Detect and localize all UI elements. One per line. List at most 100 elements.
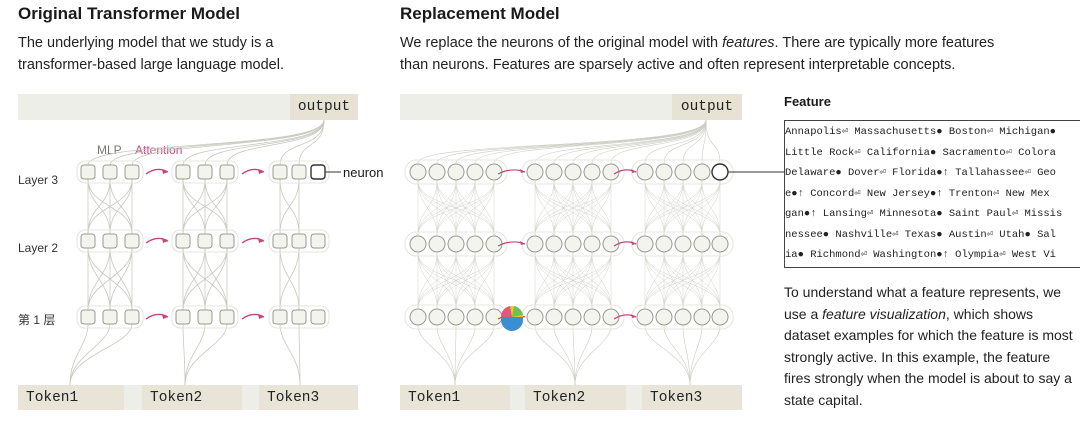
input-connection: [572, 325, 576, 386]
feature-node: [428, 235, 446, 253]
feature-connection: [417, 252, 438, 309]
feature-heading: Feature: [784, 94, 831, 109]
feature-node: [447, 235, 465, 253]
neuron-node: [272, 233, 288, 249]
feature-connection: [534, 180, 555, 236]
input-connection: [574, 325, 593, 386]
feature-node: [564, 163, 582, 181]
feature-visualization-box: Annapolis⏎ Massachusetts● Boston⏎ Michig…: [784, 120, 1080, 268]
output-connection: [644, 119, 707, 164]
feature-node: [674, 308, 692, 326]
feature-example-row: gan●↑ Lansing⏎ Minnesota● Saint Paul⏎ Mi…: [785, 208, 1063, 220]
neuron-node: [291, 164, 307, 180]
output-connection: [534, 119, 707, 164]
neuron-node: [272, 309, 288, 325]
feature-node: [485, 308, 503, 326]
mlp-connection: [279, 247, 300, 311]
feature-connection: [534, 180, 612, 236]
right-token-gap-1: [510, 385, 525, 410]
feature-connection: [534, 252, 593, 309]
input-connection: [454, 325, 495, 386]
neuron-node: [175, 164, 191, 180]
feature-connection: [417, 252, 457, 309]
feature-node: [466, 308, 484, 326]
input-connection: [298, 323, 301, 386]
attention-arrowhead: [162, 314, 168, 319]
input-connection: [644, 325, 691, 386]
layer-group-outline: [268, 229, 330, 253]
feature-connection: [455, 252, 495, 309]
mlp-connection: [182, 178, 206, 235]
neuron-node: [291, 233, 307, 249]
feature-connection: [701, 180, 721, 236]
attention-arrowhead: [520, 169, 525, 173]
mlp-connection: [87, 178, 133, 235]
attention-arrowhead: [258, 238, 264, 243]
feature-connection: [436, 180, 495, 236]
feature-node: [526, 163, 544, 181]
right-token-2: Token2: [525, 385, 626, 410]
feature-connection: [572, 252, 612, 309]
attention-arrowhead: [162, 238, 168, 243]
feature-node: [447, 163, 465, 181]
output-connection: [610, 119, 707, 164]
feature-node: [655, 308, 673, 326]
feature-example-row: ia● Richmond⏎ Washington●↑ Olympia⏎ West…: [785, 249, 1056, 261]
feature-explanation: To understand what a feature represents,…: [784, 284, 1073, 408]
neuron-node: [102, 309, 118, 325]
feature-node: [711, 235, 729, 253]
left-token-gap-1: [124, 385, 142, 410]
left-token-2: Token2: [142, 385, 242, 410]
input-connection: [534, 325, 576, 386]
output-connection: [417, 119, 707, 164]
neuron-node: [80, 164, 96, 180]
attention-arrowhead: [631, 241, 636, 245]
left-title: Original Transformer Model: [18, 4, 240, 23]
input-connection: [279, 323, 301, 386]
feature-node: [583, 308, 601, 326]
output-connection: [701, 119, 707, 164]
left-network-diagram: [69, 119, 341, 386]
feature-connection: [417, 180, 438, 236]
mlp-connection: [182, 247, 228, 311]
feature-connection: [644, 252, 703, 309]
feature-connection: [682, 252, 721, 309]
output-connection: [298, 119, 325, 166]
feature-connection: [534, 180, 593, 236]
neuron-node: [272, 164, 288, 180]
feature-node: [655, 235, 673, 253]
mlp-connection: [87, 247, 133, 311]
mlp-connection: [109, 247, 133, 311]
highlighted-feature: [711, 163, 729, 181]
output-connection: [493, 119, 707, 164]
feature-example-row: e●↑ Concord⏎ New Jersey●↑ Trenton⏎ New M…: [785, 187, 1050, 200]
feature-example-row: nessee● Nashville⏎ Texas● Austin⏎ Utah● …: [785, 228, 1056, 241]
output-connection: [682, 119, 707, 164]
layer-group-outline: [171, 305, 239, 329]
neuron-node: [124, 233, 140, 249]
feature-group-outline: [404, 159, 508, 185]
feature-connection: [591, 252, 612, 309]
input-connection: [454, 325, 457, 386]
right-top-bar: [400, 94, 672, 120]
feature-node: [583, 163, 601, 181]
neuron-node: [124, 309, 140, 325]
layer1-label: 第 1 层: [18, 313, 56, 327]
mlp-connection: [182, 247, 206, 311]
input-connection: [553, 325, 576, 386]
right-description: We replace the neurons of the original m…: [400, 35, 995, 73]
feature-node: [636, 163, 654, 181]
input-connection: [436, 325, 456, 386]
layer-group-outline: [171, 160, 239, 184]
feature-connection: [474, 252, 495, 309]
left-top-bar: [18, 94, 290, 120]
input-connection: [69, 323, 111, 386]
layer-group-outline: [76, 305, 144, 329]
output-connection: [131, 119, 325, 166]
feature-node: [564, 235, 582, 253]
neuron-node: [219, 233, 235, 249]
output-connection: [436, 119, 707, 164]
feature-connection: [417, 252, 476, 309]
feature-connection: [417, 252, 495, 309]
left-description: The underlying model that we study is a …: [18, 35, 284, 73]
